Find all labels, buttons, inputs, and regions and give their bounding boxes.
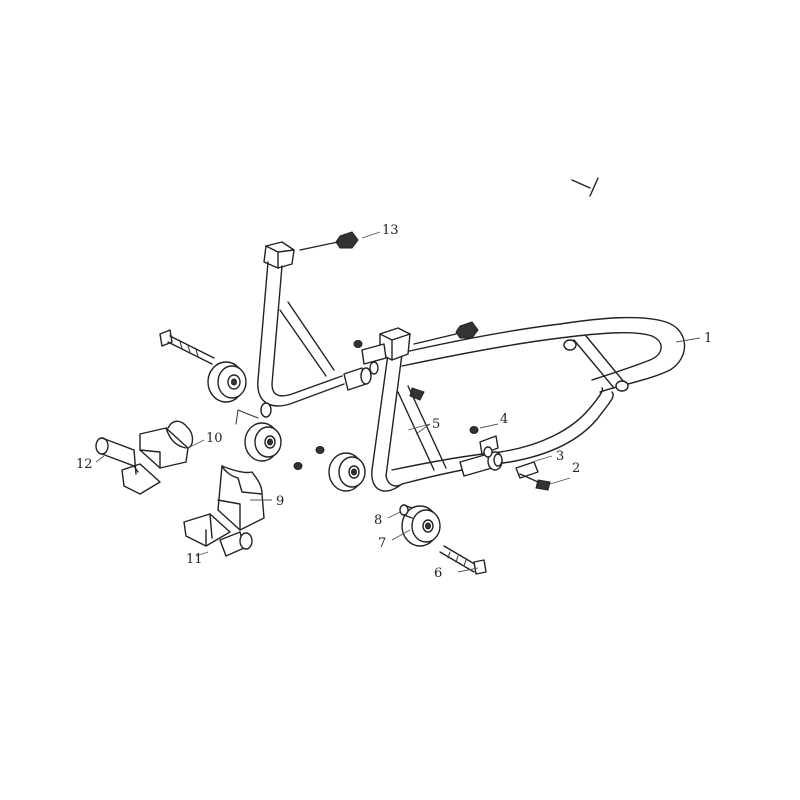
callout-2: 2 — [572, 461, 580, 476]
bolt-under-post — [409, 387, 425, 401]
bracket-part-3 — [515, 461, 539, 479]
callout-labels: 1 2 3 4 5 6 7 8 9 10 11 12 13 — [76, 223, 712, 581]
callout-13: 13 — [382, 223, 399, 238]
callout-6: 6 — [434, 566, 442, 581]
callout-4: 4 — [500, 412, 508, 427]
long-bolt-upper — [159, 329, 215, 365]
nut-part-4 — [469, 426, 479, 434]
callout-9: 9 — [276, 494, 284, 509]
bracket-near-part-4 — [479, 435, 499, 458]
wheel-part-7 — [401, 505, 441, 547]
v-block-part-9 — [217, 465, 265, 531]
wheel-upper-left — [207, 361, 247, 403]
wheel-middle — [235, 409, 282, 462]
callout-7: 7 — [378, 536, 386, 551]
bolt-part-2 — [519, 473, 551, 491]
callout-12: 12 — [76, 457, 93, 472]
small-nuts-middle — [293, 446, 325, 470]
bracket-left-post — [361, 343, 387, 375]
v-block-part-10 — [139, 420, 194, 469]
pin-part-8 — [399, 504, 413, 519]
corner-mark — [571, 177, 599, 197]
callout-1: 1 — [704, 331, 712, 346]
callout-11: 11 — [186, 552, 203, 567]
knob-main-frame — [413, 321, 479, 345]
small-nut-upper — [353, 340, 363, 348]
main-frame-part-1 — [371, 316, 701, 492]
wheel-center — [328, 452, 366, 492]
adapter-part-12 — [95, 437, 161, 495]
bolt-part-6 — [439, 545, 487, 575]
leader-lines — [95, 423, 571, 573]
knob-part-13 — [299, 231, 381, 251]
callout-3: 3 — [556, 449, 564, 464]
callout-10: 10 — [206, 431, 223, 446]
callout-8: 8 — [374, 513, 382, 528]
left-frame-part-5 — [257, 241, 372, 418]
adapter-part-11 — [183, 513, 253, 557]
callout-5: 5 — [432, 417, 440, 432]
